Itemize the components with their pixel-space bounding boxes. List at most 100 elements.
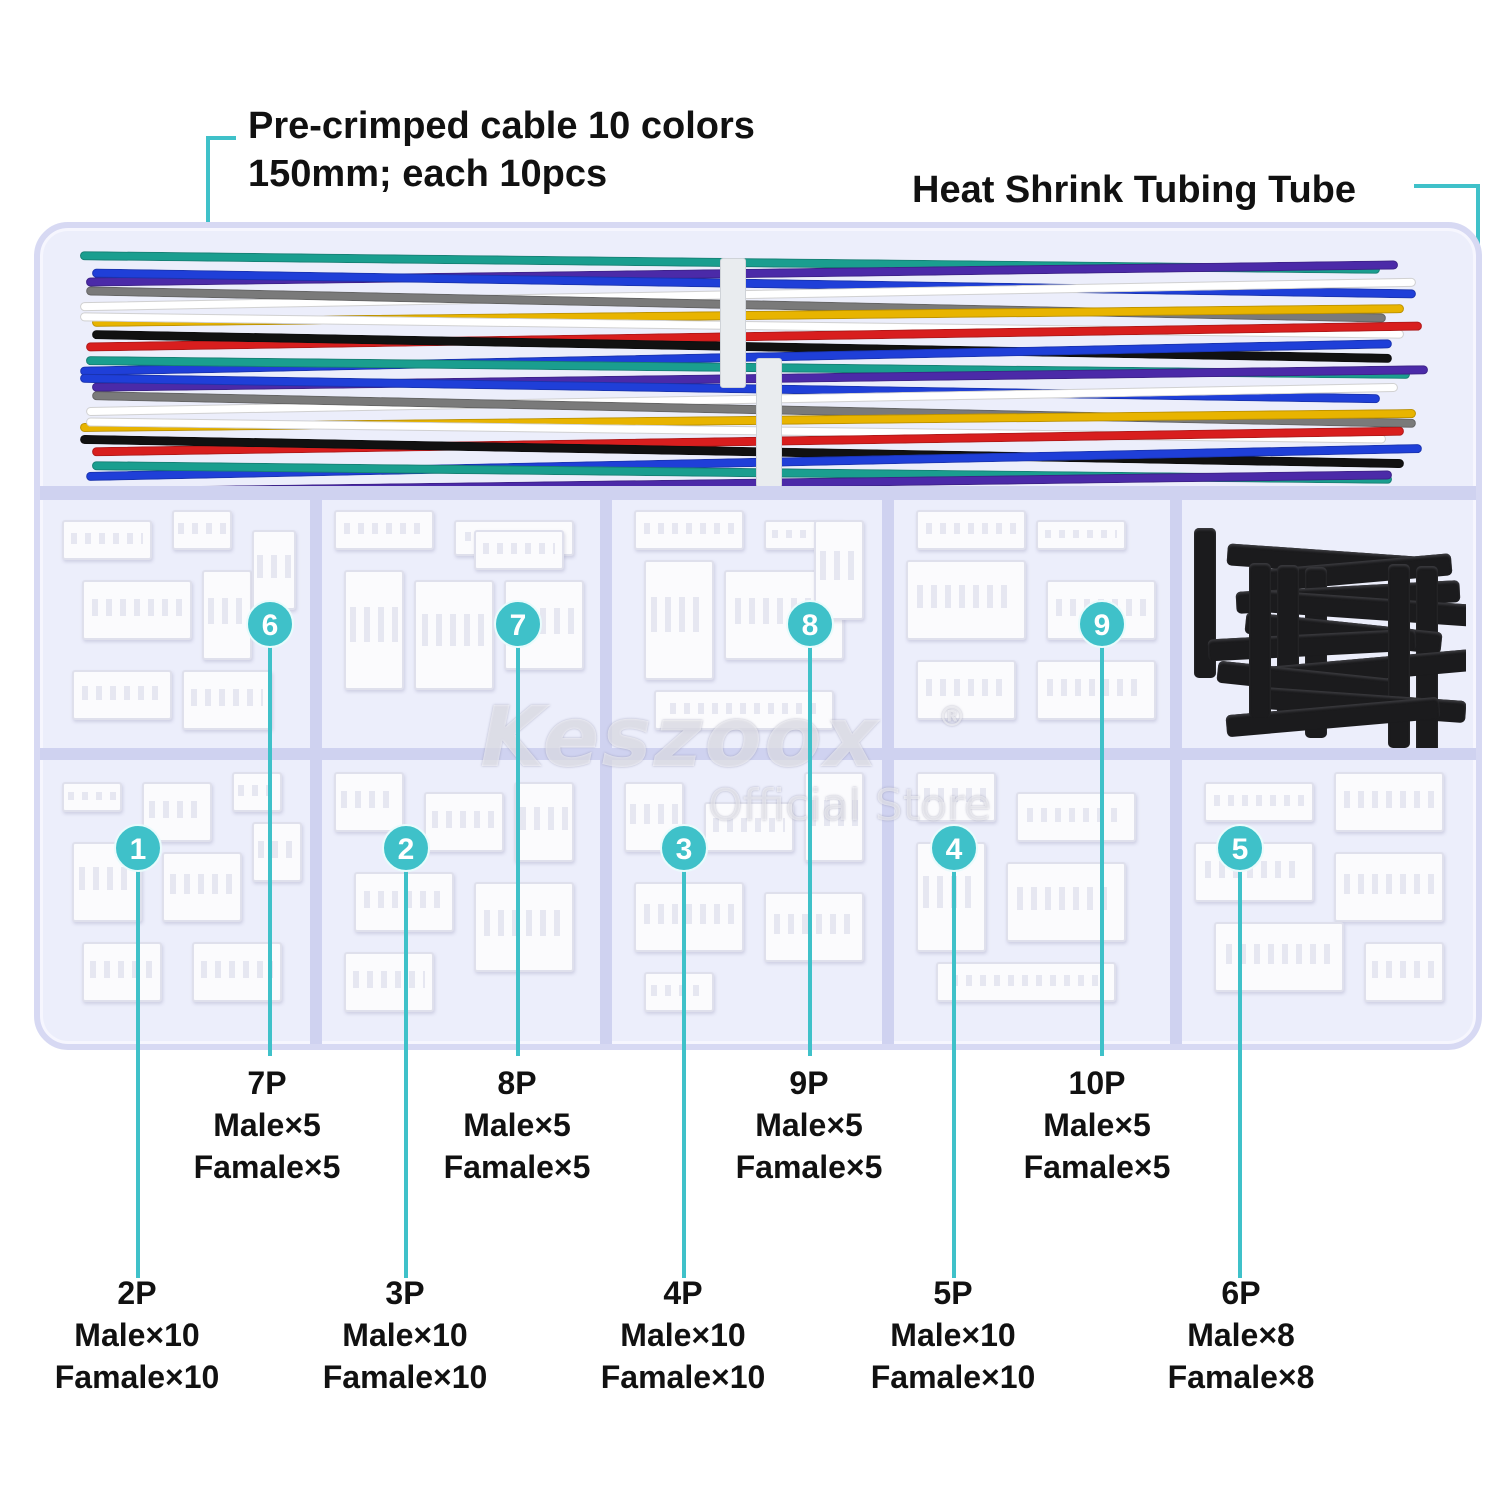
leader-8 (808, 646, 812, 1056)
label-7p-male: Male×5 (213, 1107, 321, 1143)
label-2p: 2P Male×10 Famale×10 (32, 1272, 242, 1398)
divider-horizontal-top (40, 486, 1476, 500)
cable-callout: Pre-crimped cable 10 colors 150mm; each … (248, 102, 755, 198)
leader-6 (268, 646, 272, 1056)
label-5p-male: Male×10 (890, 1317, 1016, 1353)
tube-leader-h (1414, 184, 1480, 188)
connector-housing (1036, 520, 1126, 550)
cell-3p (324, 762, 598, 1032)
connector-housing (474, 530, 564, 570)
divider-vertical-1 (310, 486, 322, 1044)
storage-box (34, 222, 1482, 1050)
label-8p-female: Famale×5 (443, 1149, 591, 1185)
cable-leader-v (206, 136, 210, 302)
label-4p: 4P Male×10 Famale×10 (578, 1272, 788, 1398)
heat-shrink-tube (1249, 563, 1271, 718)
label-10p: 10P Male×5 Famale×5 (992, 1062, 1202, 1188)
label-3p-female: Famale×10 (322, 1359, 488, 1395)
connector-housing (1006, 862, 1126, 942)
label-4p-female: Famale×10 (600, 1359, 766, 1395)
connector-housing (344, 952, 434, 1012)
connector-housing (936, 962, 1116, 1002)
label-5p-pins: 5P (933, 1275, 973, 1311)
leader-1 (136, 870, 140, 1278)
connector-housing (1214, 922, 1344, 992)
connector-housing (474, 882, 574, 972)
label-7p-female: Famale×5 (193, 1149, 341, 1185)
connector-housing (644, 972, 714, 1012)
connector-housing (1016, 792, 1136, 842)
connector-housing (814, 520, 864, 620)
tube-callout: Heat Shrink Tubing Tube (912, 169, 1357, 211)
cable-leader-h (206, 136, 236, 140)
label-6p-female: Famale×8 (1167, 1359, 1315, 1395)
cell-7p (52, 500, 308, 748)
connector-housing (252, 822, 302, 882)
divider-horizontal-middle (40, 748, 1476, 760)
connector-housing (192, 942, 282, 1002)
cell-heat-shrink (1184, 518, 1466, 748)
label-5p: 5P Male×10 Famale×10 (848, 1272, 1058, 1398)
label-2p-pins: 2P (117, 1275, 157, 1311)
badge-1: 1 (114, 824, 162, 872)
connector-housing (1204, 782, 1314, 822)
connector-housing (906, 560, 1026, 640)
label-9p-pins: 9P (789, 1065, 829, 1101)
label-2p-male: Male×10 (74, 1317, 200, 1353)
label-6p-male: Male×8 (1187, 1317, 1295, 1353)
cable-callout-line1: Pre-crimped cable 10 colors (248, 105, 755, 147)
wire-compartment (80, 248, 1440, 488)
watermark-registered-mark: ® (938, 700, 966, 733)
badge-6: 6 (246, 600, 294, 648)
watermark-subtitle: Official Store (708, 780, 992, 831)
connector-housing (514, 782, 574, 862)
connector-housing (704, 802, 794, 852)
cable-tie (720, 258, 746, 388)
label-9p: 9P Male×5 Famale×5 (704, 1062, 914, 1188)
leader-5 (1238, 870, 1242, 1278)
connector-housing (82, 580, 192, 640)
leader-3 (682, 870, 686, 1278)
connector-housing (644, 560, 714, 680)
cell-10p (896, 500, 1168, 748)
badge-5: 5 (1216, 824, 1264, 872)
label-2p-female: Famale×10 (54, 1359, 220, 1395)
label-6p-pins: 6P (1221, 1275, 1261, 1311)
cable-callout-line2: 150mm; each 10pcs (248, 153, 608, 195)
label-3p-male: Male×10 (342, 1317, 468, 1353)
connector-housing (424, 792, 504, 852)
label-9p-female: Famale×5 (735, 1149, 883, 1185)
leader-9 (1100, 646, 1104, 1056)
connector-housing (202, 570, 252, 660)
watermark-brand: Keszoox (480, 688, 880, 786)
badge-7: 7 (494, 600, 542, 648)
connector-housing (62, 782, 122, 812)
label-8p: 8P Male×5 Famale×5 (412, 1062, 622, 1188)
connector-housing (1334, 852, 1444, 922)
cell-4p (614, 762, 880, 1032)
badge-9: 9 (1078, 600, 1126, 648)
connector-housing (634, 510, 744, 550)
label-10p-female: Famale×5 (1023, 1149, 1171, 1185)
connector-housing (62, 520, 152, 560)
connector-housing (334, 510, 434, 550)
connector-housing (72, 670, 172, 720)
connector-housing (182, 670, 272, 730)
leader-7 (516, 646, 520, 1056)
connector-housing (414, 580, 494, 690)
label-3p-pins: 3P (385, 1275, 425, 1311)
label-6p: 6P Male×8 Famale×8 (1136, 1272, 1346, 1398)
connector-housing (82, 942, 162, 1002)
connector-housing (252, 530, 296, 610)
leader-2 (404, 870, 408, 1278)
connector-housing (344, 570, 404, 690)
cell-8p (324, 500, 598, 748)
label-3p: 3P Male×10 Famale×10 (300, 1272, 510, 1398)
badge-8: 8 (786, 600, 834, 648)
label-8p-pins: 8P (497, 1065, 537, 1101)
connector-housing (916, 772, 996, 822)
connector-housing (764, 892, 864, 962)
label-9p-male: Male×5 (755, 1107, 863, 1143)
connector-housing (334, 772, 404, 832)
connector-housing (634, 882, 744, 952)
